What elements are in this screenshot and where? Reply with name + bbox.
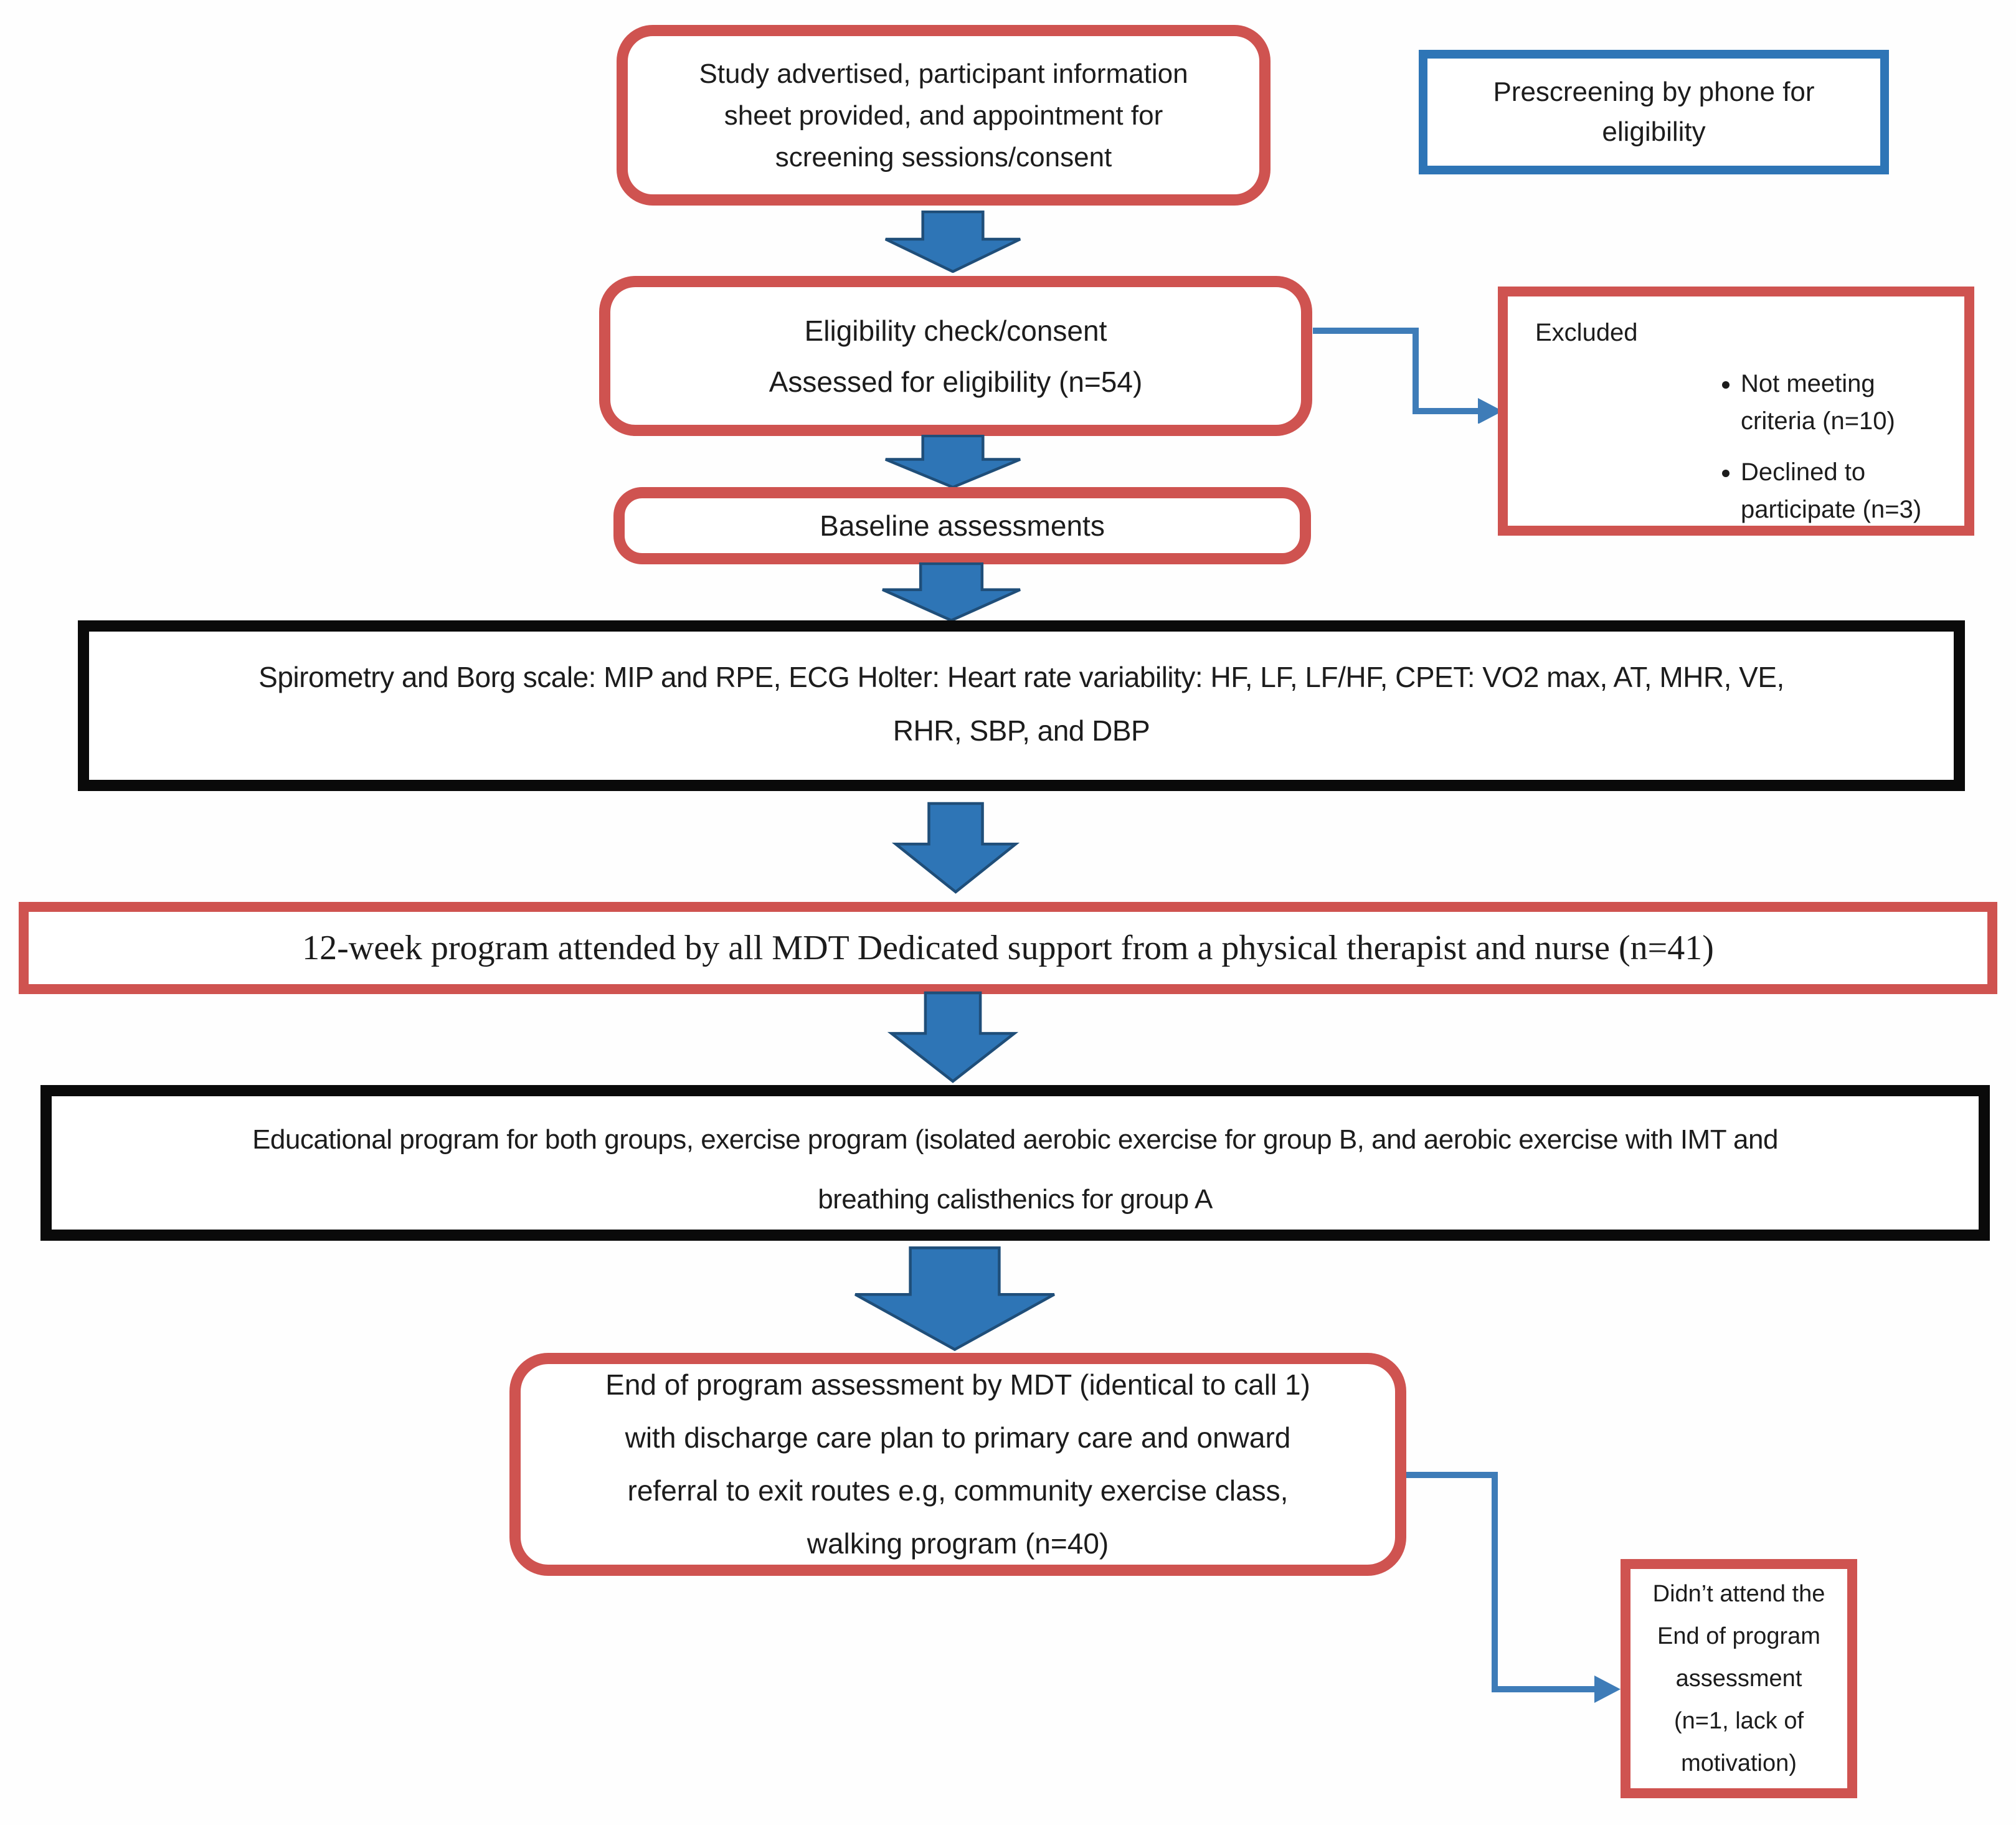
down-block-arrow-icon — [878, 562, 1025, 622]
excluded-title: Excluded — [1535, 319, 1638, 346]
box-end-of-program-assessment: End of program assessment by MDT (identi… — [509, 1353, 1406, 1576]
elbow-connector-missed — [1406, 1472, 1621, 1703]
down-block-arrow-icon — [887, 991, 1018, 1083]
box-assessment-measures-line-1: Spirometry and Borg scale: MIP and RPE, … — [258, 661, 1784, 693]
box-eligibility-check: Eligibility check/consent Assessed for e… — [599, 276, 1312, 436]
box-prescreening-line-2: eligibility — [1602, 116, 1706, 147]
excluded-item-declined: Declined to participate (n=3) — [1741, 453, 1953, 528]
excluded-list: Not meeting criteria (n=10) Declined to … — [1535, 365, 1953, 542]
box-educational-program: Educational program for both groups, exe… — [40, 1085, 1990, 1241]
box-eligibility-line-1: Eligibility check/consent — [804, 314, 1107, 347]
excluded-item-not-meeting-criteria: Not meeting criteria (n=10) — [1741, 365, 1953, 440]
box-educational-program-line-2: breathing calisthenics for group A — [818, 1184, 1213, 1215]
box-end-line-3: referral to exit routes e.g, community e… — [627, 1474, 1289, 1507]
box-eligibility-line-2: Assessed for eligibility (n=54) — [769, 365, 1143, 398]
box-study-line-3: screening sessions/consent — [775, 141, 1112, 173]
box-baseline-text: Baseline assessments — [820, 510, 1105, 542]
box-study-line-2: sheet provided, and appointment for — [724, 100, 1163, 131]
down-block-arrow-icon — [892, 802, 1020, 894]
down-block-arrow-icon — [881, 211, 1025, 273]
box-did-not-attend: Didn’t attend the End of program assessm… — [1621, 1559, 1857, 1798]
box-educational-program-line-1: Educational program for both groups, exe… — [252, 1124, 1778, 1155]
box-baseline-assessments: Baseline assessments — [613, 487, 1311, 564]
box-prescreening-line-1: Prescreening by phone for — [1493, 77, 1815, 107]
box-12-week-program: 12-week program attended by all MDT Dedi… — [19, 902, 1997, 994]
box-did-not-attend-line-5: motivation) — [1681, 1750, 1797, 1776]
box-assessment-measures-line-2: RHR, SBP, and DBP — [892, 714, 1150, 747]
box-study-advertised: Study advertised, participant informatio… — [617, 25, 1271, 206]
down-block-arrow-icon — [881, 435, 1025, 488]
box-prescreening: Prescreening by phone for eligibility — [1419, 50, 1889, 174]
box-end-line-2: with discharge care plan to primary care… — [625, 1421, 1291, 1454]
elbow-connector-excluded — [1313, 328, 1503, 424]
down-block-arrow-icon — [849, 1246, 1061, 1352]
box-did-not-attend-line-4: (n=1, lack of — [1673, 1708, 1804, 1734]
box-did-not-attend-line-1: Didn’t attend the — [1652, 1581, 1825, 1607]
box-excluded: Excluded Not meeting criteria (n=10) Dec… — [1498, 287, 1974, 536]
box-assessment-measures: Spirometry and Borg scale: MIP and RPE, … — [78, 620, 1965, 791]
box-study-line-1: Study advertised, participant informatio… — [699, 58, 1188, 89]
box-did-not-attend-line-2: End of program — [1657, 1623, 1820, 1649]
box-did-not-attend-line-3: assessment — [1675, 1666, 1802, 1692]
box-12-week-program-text: 12-week program attended by all MDT Dedi… — [302, 929, 1714, 967]
box-end-line-4: walking program (n=40) — [807, 1527, 1109, 1560]
box-end-line-1: End of program assessment by MDT (identi… — [605, 1368, 1310, 1401]
